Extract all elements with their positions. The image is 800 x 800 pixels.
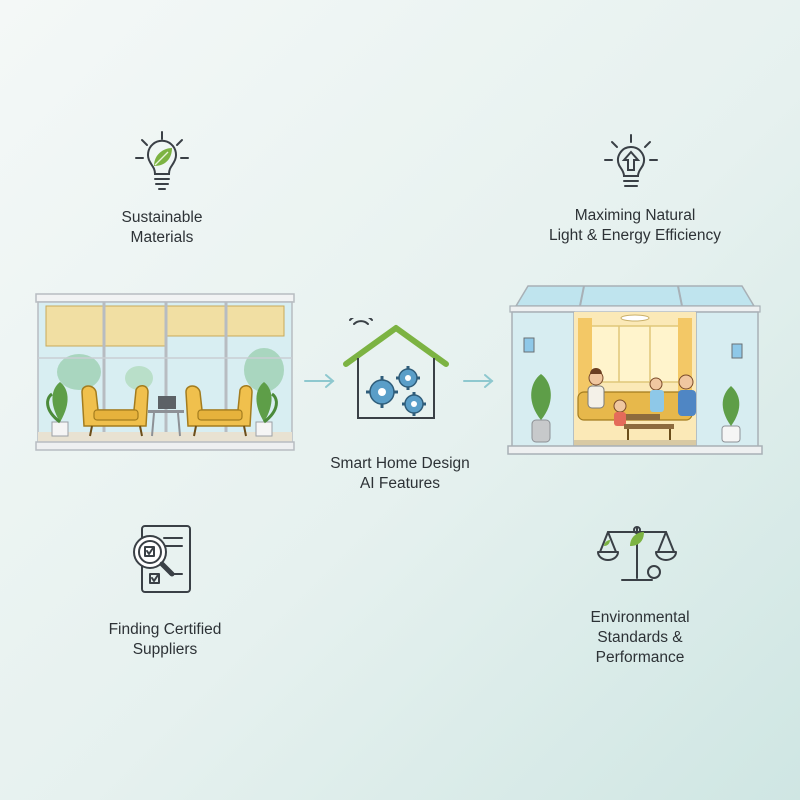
sustainable-materials-label: Sustainable Materials bbox=[121, 209, 203, 246]
sustainable-materials-icon bbox=[132, 128, 192, 196]
natural-light-label: Maximing Natural Light & Energy Efficien… bbox=[548, 207, 722, 244]
checklist-magnifier-icon bbox=[124, 524, 196, 598]
arrow-right-icon bbox=[303, 372, 337, 390]
natural-light-icon bbox=[600, 132, 662, 196]
environmental-standards-label: Environmental Standards & Performance bbox=[590, 609, 690, 666]
glass-room-illustration bbox=[34, 292, 296, 454]
certified-suppliers-label: Finding Certified Suppliers bbox=[108, 621, 222, 658]
family-sunroom-illustration bbox=[504, 282, 766, 458]
smart-home-label: Smart Home Design AI Features bbox=[330, 455, 470, 492]
smart-home-gears-icon bbox=[340, 318, 452, 426]
balance-scale-leaf-icon bbox=[594, 518, 680, 586]
arrow-right-icon bbox=[462, 372, 496, 390]
